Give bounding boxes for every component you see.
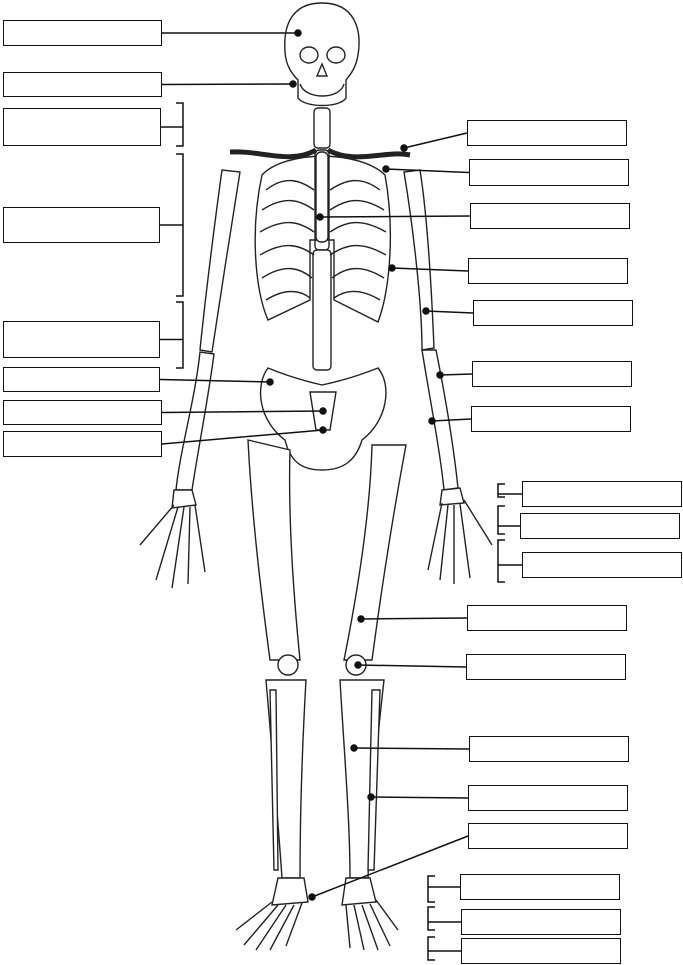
bracket [497, 483, 522, 498]
leader-line [425, 310, 474, 314]
label-box[interactable] [467, 605, 627, 631]
clavicle-right [326, 147, 411, 160]
leader-dot [294, 29, 302, 37]
label-box[interactable] [3, 108, 161, 146]
patella-left [277, 654, 299, 676]
leader-line [385, 168, 470, 174]
leader-dot [357, 615, 365, 623]
label-box[interactable] [468, 823, 628, 849]
leader-line [161, 83, 294, 86]
label-box[interactable] [469, 159, 629, 186]
mandible [299, 83, 345, 97]
bracket [161, 102, 184, 147]
leader-dot [428, 417, 436, 425]
label-box[interactable] [461, 909, 621, 935]
label-box[interactable] [520, 513, 680, 539]
leader-line [360, 617, 468, 620]
label-box[interactable] [3, 367, 160, 392]
label-box[interactable] [522, 481, 682, 507]
femur-left [247, 439, 301, 661]
label-box[interactable] [466, 654, 626, 680]
ribcage [254, 155, 392, 323]
label-box[interactable] [522, 552, 682, 578]
leader-lines [159, 29, 522, 961]
leader-line [391, 267, 469, 272]
leader-dot [354, 661, 362, 669]
leader-line [311, 835, 469, 898]
label-box[interactable] [3, 72, 162, 97]
label-box[interactable] [470, 203, 630, 229]
bracket [427, 936, 461, 961]
leader-dot [436, 371, 444, 379]
leader-line [353, 747, 470, 750]
nose [315, 62, 329, 77]
femur-right [343, 444, 407, 661]
skeleton-illustration [139, 2, 493, 951]
bracket [427, 906, 461, 931]
leader-line [159, 378, 271, 383]
humerus-left [199, 169, 241, 353]
leader-dot [308, 893, 316, 901]
leader-dot [319, 407, 327, 415]
leader-dot [400, 144, 408, 152]
leader-dot [266, 378, 274, 386]
label-box[interactable] [3, 431, 162, 457]
label-box[interactable] [468, 258, 628, 284]
leader-line [357, 664, 467, 668]
leader-dot [422, 307, 430, 315]
hand-left [139, 489, 206, 589]
foot-left [235, 877, 309, 951]
leader-line [161, 429, 324, 445]
ribs [259, 179, 387, 301]
label-box[interactable] [3, 20, 162, 46]
bracket [160, 153, 184, 297]
label-box[interactable] [467, 120, 627, 146]
bracket [497, 539, 522, 583]
bracket [427, 875, 460, 903]
label-box[interactable] [469, 736, 629, 762]
label-box[interactable] [471, 406, 631, 432]
label-box[interactable] [3, 400, 162, 425]
clavicle-left [229, 147, 318, 160]
fibula-left [269, 689, 279, 871]
foot-right [341, 877, 399, 951]
leader-dot [382, 165, 390, 173]
leader-line [431, 418, 472, 422]
leader-dot [367, 793, 375, 801]
leader-line [319, 215, 471, 218]
leader-dot [350, 744, 358, 752]
leader-dot [319, 426, 327, 434]
sternum [315, 151, 329, 243]
skull [284, 2, 360, 107]
label-box[interactable] [473, 300, 633, 326]
bracket [160, 301, 184, 369]
leader-dot [316, 213, 324, 221]
label-box[interactable] [3, 321, 160, 358]
leader-dot [388, 264, 396, 272]
leader-dot [289, 80, 297, 88]
leader-line [439, 373, 473, 376]
forearm-left [175, 351, 215, 491]
eye-socket-left [299, 46, 319, 64]
leader-line [370, 796, 469, 799]
label-box[interactable] [460, 874, 620, 900]
eye-socket-right [326, 46, 346, 64]
leader-line [161, 410, 324, 414]
label-box[interactable] [3, 207, 160, 243]
label-box[interactable] [472, 361, 632, 387]
hand-right [427, 487, 493, 584]
bracket [497, 505, 520, 535]
leader-line [403, 132, 468, 149]
label-box[interactable] [461, 938, 621, 964]
fibula-right [367, 689, 381, 871]
humerus-right [403, 169, 435, 351]
label-box[interactable] [468, 785, 628, 811]
